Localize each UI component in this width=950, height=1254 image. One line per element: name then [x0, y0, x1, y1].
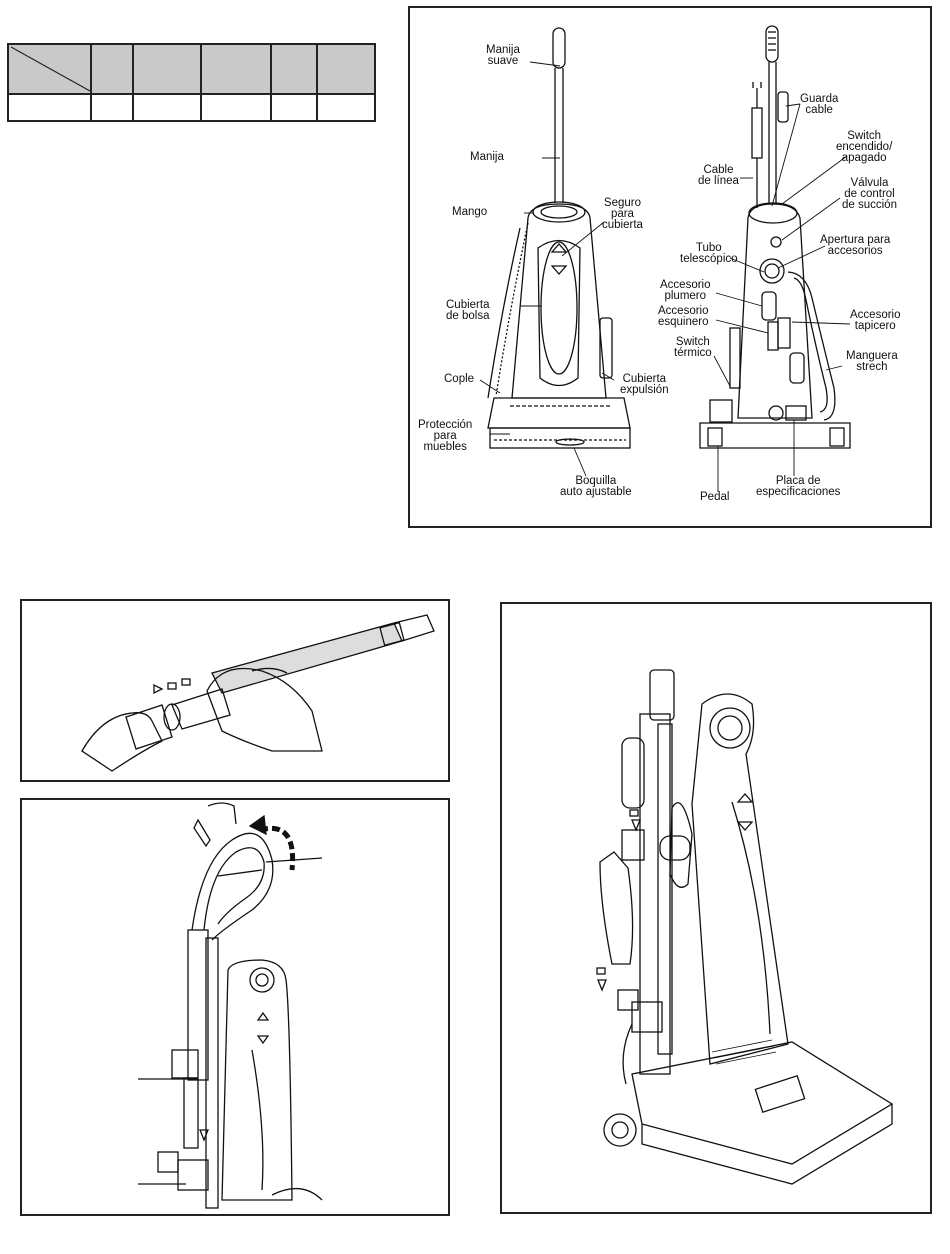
accessories-mount-frame [500, 602, 932, 1214]
spec-table-header-cell [132, 43, 202, 95]
spec-table-cell [90, 93, 134, 122]
spec-table-cell [132, 93, 202, 122]
spec-table-cell [7, 93, 92, 122]
spec-table [7, 43, 376, 122]
spec-table-diagonal-cell [7, 43, 92, 95]
spec-table-header-cell [270, 43, 318, 95]
spec-table-cell [200, 93, 272, 122]
label-manija: Manija [470, 151, 504, 163]
label-mango: Mango [452, 206, 488, 218]
spec-table-body-row [7, 93, 376, 122]
tube-connection-frame [20, 599, 450, 782]
spec-table-header-cell [316, 43, 376, 95]
hose-wrap-illustration [138, 802, 323, 1209]
accessory-storage-illustration [596, 669, 894, 1185]
spec-table-header-cell [90, 43, 134, 95]
vacuum-parts-illustration [479, 25, 851, 492]
diagonal-line [10, 46, 91, 92]
hose-handle-frame [20, 798, 450, 1216]
spec-table-cell [316, 93, 376, 122]
label-cople: Cople [444, 373, 475, 385]
spec-table-header-cell [200, 43, 272, 95]
hands-tube-illustration [81, 614, 435, 772]
spec-table-header-row [7, 43, 376, 95]
label-pedal: Pedal [700, 491, 730, 503]
spec-table-cell [270, 93, 318, 122]
